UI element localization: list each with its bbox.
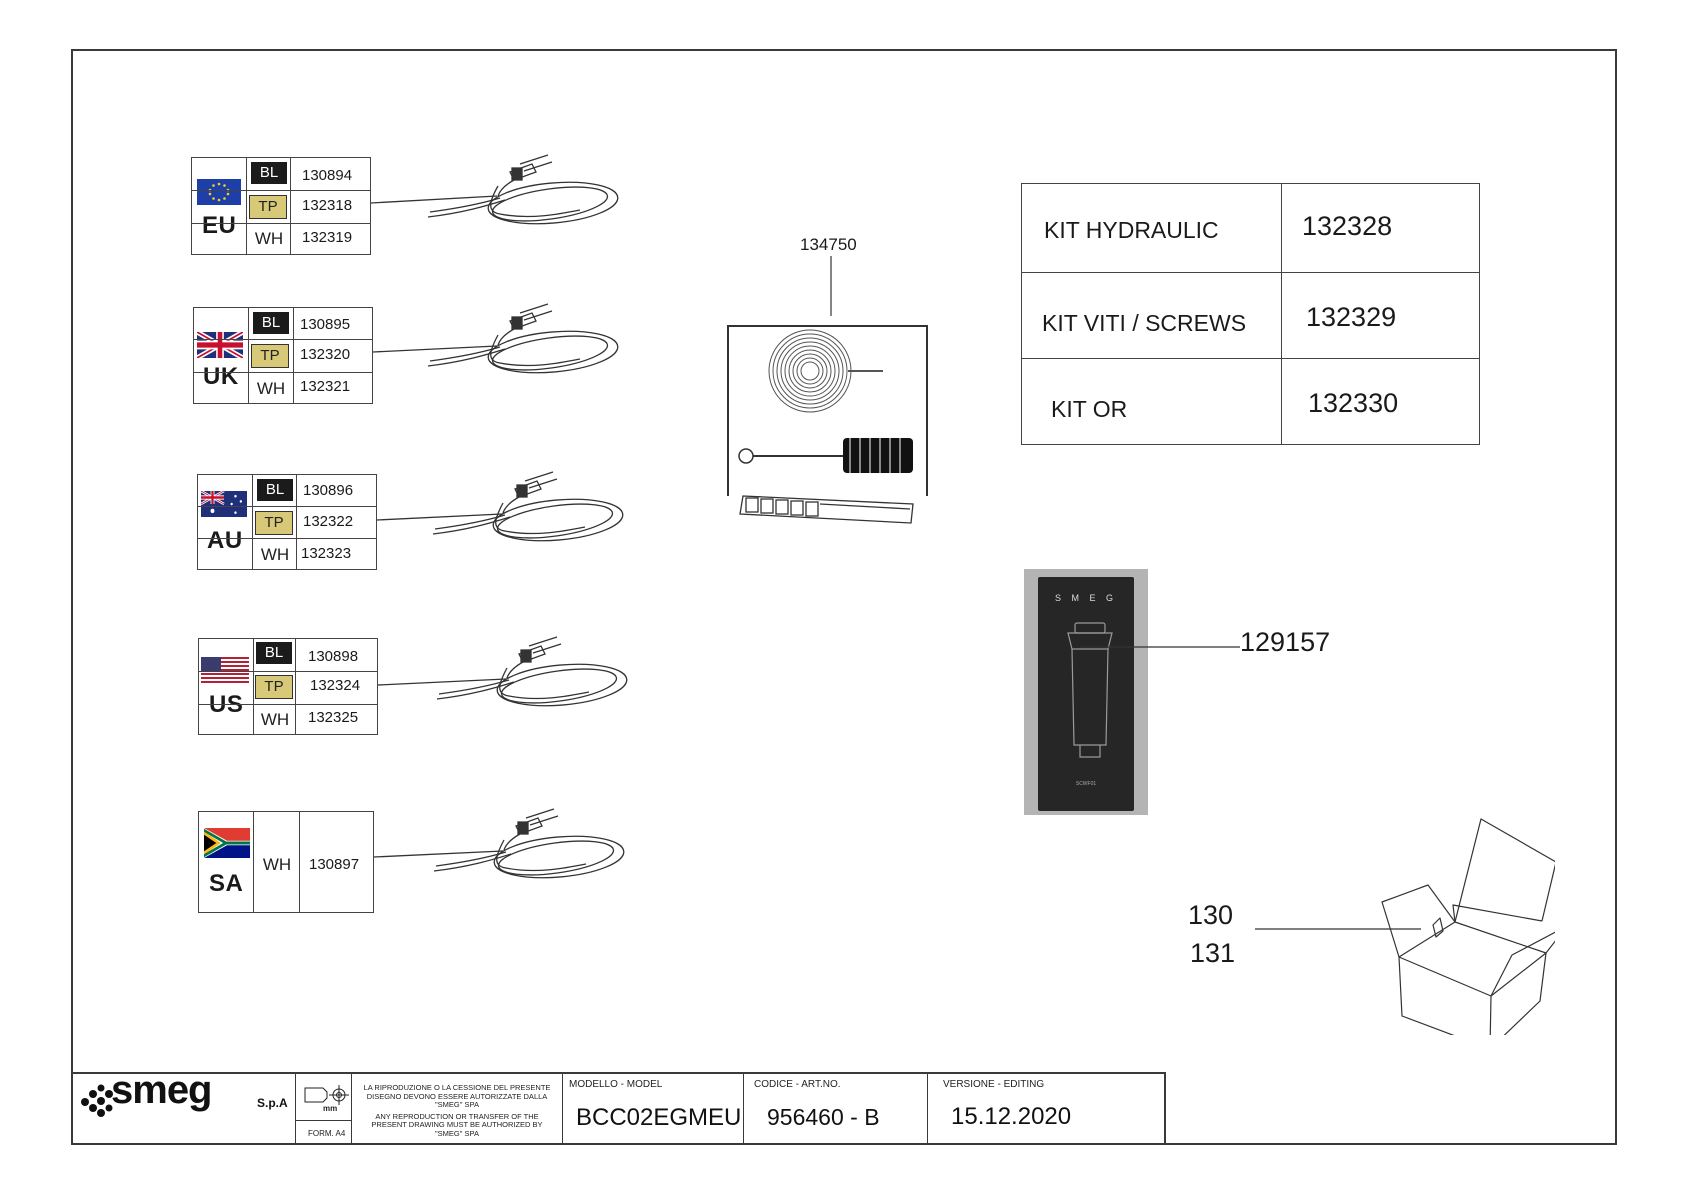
part-number: 132324 — [310, 677, 361, 694]
cord-table-sa: SA WH 130897 — [198, 811, 374, 913]
kit-label: KIT VITI / SCREWS — [1042, 310, 1247, 336]
unit-label: mm — [323, 1104, 338, 1113]
format-label: FORM. A4 — [308, 1129, 346, 1138]
tag-bl: BL — [253, 312, 289, 334]
tag-wh: WH — [254, 229, 284, 248]
part-number: 132318 — [302, 197, 353, 214]
descaling-spiral-icon — [768, 329, 883, 413]
kit-code: 132330 — [1308, 388, 1399, 418]
us-flag-icon — [201, 657, 249, 683]
tag-bl: BL — [251, 162, 287, 184]
tag-wh: WH — [262, 855, 292, 874]
packaging-callout: 131 — [1190, 938, 1236, 968]
part-number: 130894 — [302, 167, 353, 184]
cleaning-brush-icon — [738, 438, 913, 473]
tag-wh: WH — [260, 710, 290, 729]
part-number: 132323 — [301, 545, 352, 562]
packaging-box-icon — [1255, 818, 1555, 1035]
filter-box-brand: S M E G — [1054, 593, 1117, 603]
uk-flag-icon — [197, 332, 243, 358]
region-code: US — [209, 691, 244, 718]
accessory-kit-callout: 134750 — [800, 235, 857, 254]
smeg-brand: smeg — [111, 1068, 212, 1112]
part-number: 132325 — [308, 709, 359, 726]
model-label: MODELLO - MODEL — [569, 1079, 663, 1090]
filter-callout: 129157 — [1240, 627, 1331, 657]
title-block: smeg S.p.A mm FORM. A4 LA RIPRODUZIONE O… — [71, 1068, 1166, 1145]
flag-cell: AU — [198, 475, 253, 569]
part-number: 130895 — [300, 316, 351, 333]
kit-label: KIT HYDRAULIC — [1044, 217, 1219, 243]
packaging-callout: 130 — [1188, 900, 1234, 930]
part-number: 130898 — [308, 648, 359, 665]
accessory-kit-contents — [738, 329, 914, 524]
water-filter-box-photo: S M E G SCWF01 — [1024, 569, 1148, 815]
flag-cell: EU — [192, 158, 247, 254]
part-number: 132320 — [300, 346, 351, 363]
cord-table-au: AU BL TP WH 130896 132322 132323 — [197, 474, 377, 570]
art-label: CODICE - ART.NO. — [754, 1079, 841, 1090]
smeg-brand-suffix: S.p.A — [257, 1096, 288, 1110]
tag-wh: WH — [256, 379, 286, 398]
part-number: 130896 — [303, 482, 354, 499]
tag-bl: BL — [256, 642, 292, 664]
filter-box: S M E G SCWF01 — [1038, 577, 1134, 811]
region-code: EU — [202, 212, 237, 239]
cord-table-uk: UK BL TP WH 130895 132320 132321 — [193, 307, 373, 404]
part-number: 130897 — [309, 856, 360, 873]
projection-symbol-icon — [304, 1085, 349, 1105]
filter-leader-line — [1080, 646, 1240, 648]
region-code: SA — [209, 870, 244, 897]
kit-code: 132328 — [1302, 211, 1393, 241]
kit-label: KIT OR — [1051, 396, 1128, 422]
drawing-frame — [71, 49, 1617, 1145]
tag-tp: TP — [249, 195, 287, 219]
kit-code: 132329 — [1306, 302, 1397, 332]
notice-en: ANY REPRODUCTION OR TRANSFER OF THE PRES… — [371, 1111, 543, 1138]
notice-it: LA RIPRODUZIONE O LA CESSIONE DEL PRESEN… — [363, 1083, 551, 1109]
flag-cell: SA — [199, 812, 254, 912]
version-value: 15.12.2020 — [951, 1103, 1072, 1130]
region-code: AU — [207, 527, 243, 554]
au-flag-icon — [201, 491, 247, 517]
flag-cell: US — [199, 639, 254, 734]
tag-tp: TP — [255, 511, 293, 535]
region-code: UK — [203, 363, 239, 390]
flag-cell: UK — [194, 308, 249, 403]
smeg-dots-icon — [81, 1084, 113, 1117]
part-number: 132322 — [303, 513, 354, 530]
part-number: 132321 — [300, 378, 351, 395]
eu-flag-icon — [197, 179, 241, 205]
art-value: 956460 - B — [767, 1104, 880, 1130]
part-number: 132319 — [302, 229, 353, 246]
sa-flag-icon — [204, 828, 250, 858]
model-value: BCC02EGMEU — [576, 1104, 742, 1131]
kit-table: KIT HYDRAULIC 132328 KIT VITI / SCREWS 1… — [1021, 183, 1480, 445]
test-strip-icon — [739, 495, 914, 524]
tag-bl: BL — [257, 479, 293, 501]
tag-wh: WH — [260, 545, 290, 564]
tag-tp: TP — [251, 344, 289, 368]
version-label: VERSIONE - EDITING — [943, 1079, 1045, 1090]
filter-box-model: SCWF01 — [1075, 781, 1097, 787]
smeg-logo: smeg S.p.A — [77, 1068, 288, 1120]
tag-tp: TP — [255, 675, 293, 699]
water-filter-icon — [1067, 622, 1113, 758]
cord-table-eu: EU BL TP WH 130894 132318 132319 — [191, 157, 371, 255]
cord-table-us: US BL TP WH 130898 132324 132325 — [198, 638, 378, 735]
